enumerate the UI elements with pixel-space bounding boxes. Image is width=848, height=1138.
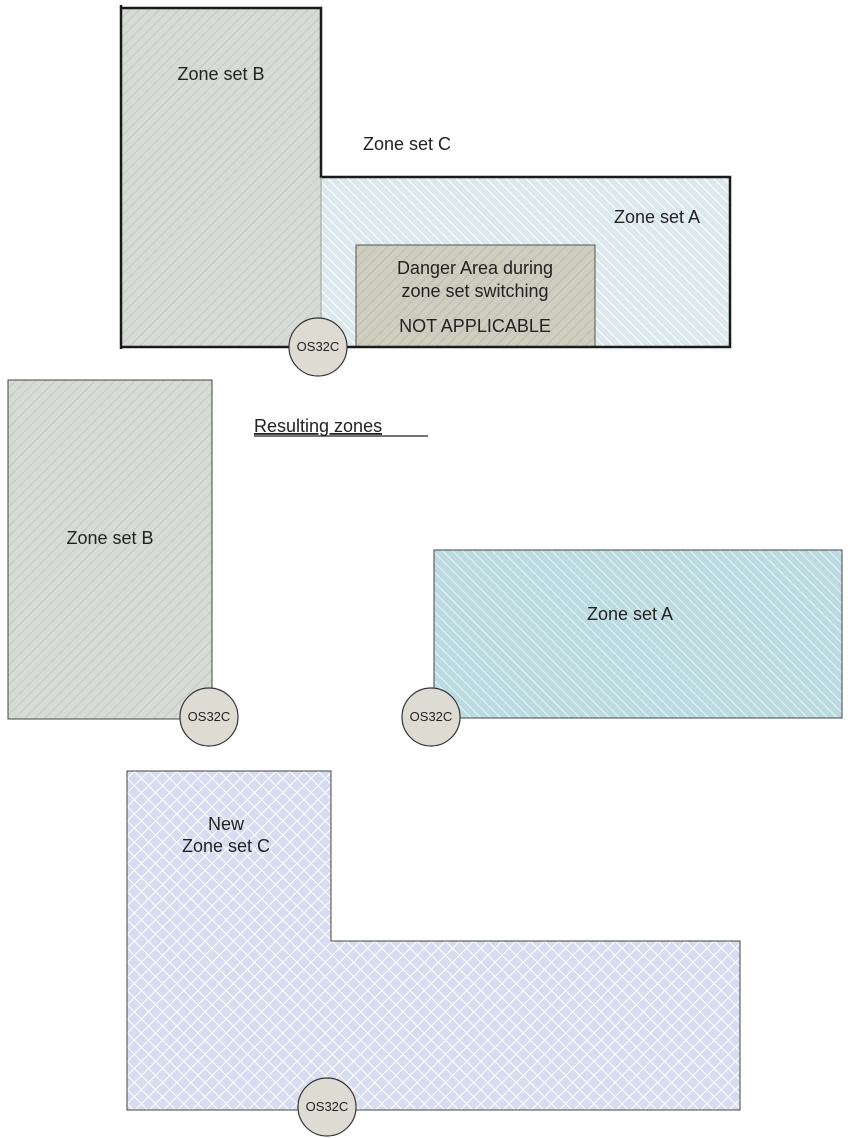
zone-b-area bbox=[121, 8, 321, 347]
sensor-icon: OS32C bbox=[297, 1077, 357, 1137]
zone-a-label: Zone set A bbox=[614, 207, 700, 227]
section-heading: Resulting zones bbox=[254, 416, 382, 436]
new-zone-c-area bbox=[126, 770, 741, 1111]
new-zone-c: New Zone set C OS32C bbox=[126, 770, 741, 1137]
sensor-label: OS32C bbox=[297, 339, 340, 354]
sensor-icon: OS32C bbox=[288, 317, 348, 377]
result-zone-b: Zone set B OS32C bbox=[7, 379, 239, 747]
danger-area bbox=[355, 244, 596, 348]
zone-c-label: Zone set C bbox=[363, 134, 451, 154]
result-zone-a: Zone set A OS32C bbox=[401, 549, 843, 747]
sensor-label: OS32C bbox=[306, 1099, 349, 1114]
zone-b-label: Zone set B bbox=[177, 64, 264, 84]
result-zone-b-area bbox=[7, 379, 213, 720]
result-zone-b-label: Zone set B bbox=[66, 528, 153, 548]
zone-c-outline bbox=[119, 5, 732, 349]
new-zone-c-line1: New bbox=[208, 814, 245, 834]
sensor-label: OS32C bbox=[188, 709, 231, 724]
result-zone-a-area bbox=[433, 549, 843, 719]
danger-area-line1: Danger Area during bbox=[397, 258, 553, 278]
danger-area-line2: zone set switching bbox=[401, 281, 548, 301]
sensor-icon: OS32C bbox=[401, 687, 461, 747]
sensor-label: OS32C bbox=[410, 709, 453, 724]
new-zone-c-line2: Zone set C bbox=[182, 836, 270, 856]
top-diagram: Zone set B Zone set C Zone set A Danger … bbox=[119, 5, 732, 377]
danger-area-line3: NOT APPLICABLE bbox=[399, 316, 551, 336]
result-zone-a-label: Zone set A bbox=[587, 604, 673, 624]
sensor-icon: OS32C bbox=[179, 687, 239, 747]
